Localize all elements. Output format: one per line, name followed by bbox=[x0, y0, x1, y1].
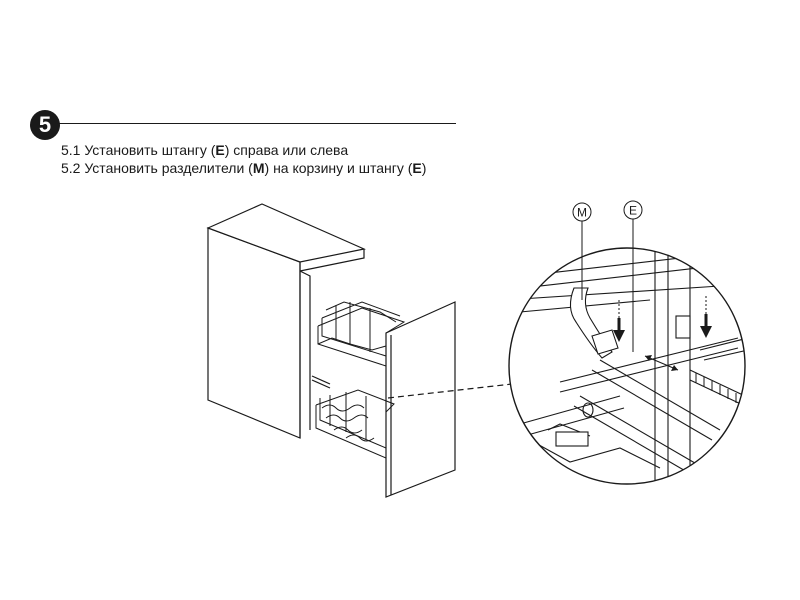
part-code: E bbox=[412, 160, 422, 176]
detail-leader-line bbox=[387, 383, 513, 399]
callout-e-label: E bbox=[629, 204, 637, 218]
part-code: E bbox=[215, 142, 225, 158]
instruction-text: ) bbox=[421, 160, 427, 176]
step-header: 5 bbox=[30, 108, 456, 142]
header-divider bbox=[58, 123, 456, 124]
lower-basket bbox=[315, 389, 395, 459]
instruction-text: 5.2 Установить разделители ( bbox=[61, 160, 253, 176]
instruction-text: ) справа или слева bbox=[224, 142, 349, 158]
step-number-badge: 5 bbox=[30, 110, 60, 140]
part-code: M bbox=[252, 160, 265, 176]
rod-e bbox=[559, 315, 739, 393]
callout-e: E bbox=[623, 200, 643, 352]
cabinet-front-panel bbox=[385, 301, 456, 498]
instruction-5-1: 5.1 Установить штангу (E) справа или сле… bbox=[61, 141, 426, 159]
down-arrow-icon bbox=[613, 300, 625, 342]
detail-magnified-view bbox=[508, 247, 746, 485]
cabinet-side-panel bbox=[207, 227, 301, 439]
callout-m-label: M bbox=[577, 206, 587, 220]
instruction-text: ) на корзину и штангу ( bbox=[264, 160, 413, 176]
down-arrow-icon bbox=[700, 296, 712, 338]
upper-basket bbox=[317, 301, 406, 367]
instruction-text: 5.1 Установить штангу ( bbox=[61, 142, 216, 158]
instructions: 5.1 Установить штангу (E) справа или сле… bbox=[61, 141, 426, 177]
double-arrow-icon bbox=[644, 355, 679, 371]
instruction-5-2: 5.2 Установить разделители (M) на корзин… bbox=[61, 159, 426, 177]
cabinet-illustration bbox=[206, 203, 456, 498]
callout-m: M bbox=[572, 202, 592, 300]
